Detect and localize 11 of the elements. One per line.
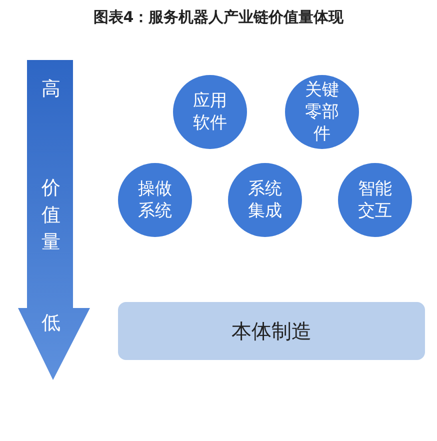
arrow-text: 价值量 — [40, 176, 62, 255]
value-arrow — [17, 60, 91, 382]
arrow-text: 高 — [40, 77, 62, 102]
value-circle: 系统集成 — [228, 163, 302, 237]
base-box: 本体制造 — [118, 302, 425, 360]
title: 图表4：服务机器人产业链价值量体现 — [92, 8, 345, 27]
arrow-text: 低 — [40, 311, 62, 336]
value-circle: 应用软件 — [173, 75, 247, 149]
value-circle: 关键零部件 — [285, 75, 359, 149]
value-circle: 操做系统 — [118, 163, 192, 237]
value-circle: 智能交互 — [338, 163, 412, 237]
